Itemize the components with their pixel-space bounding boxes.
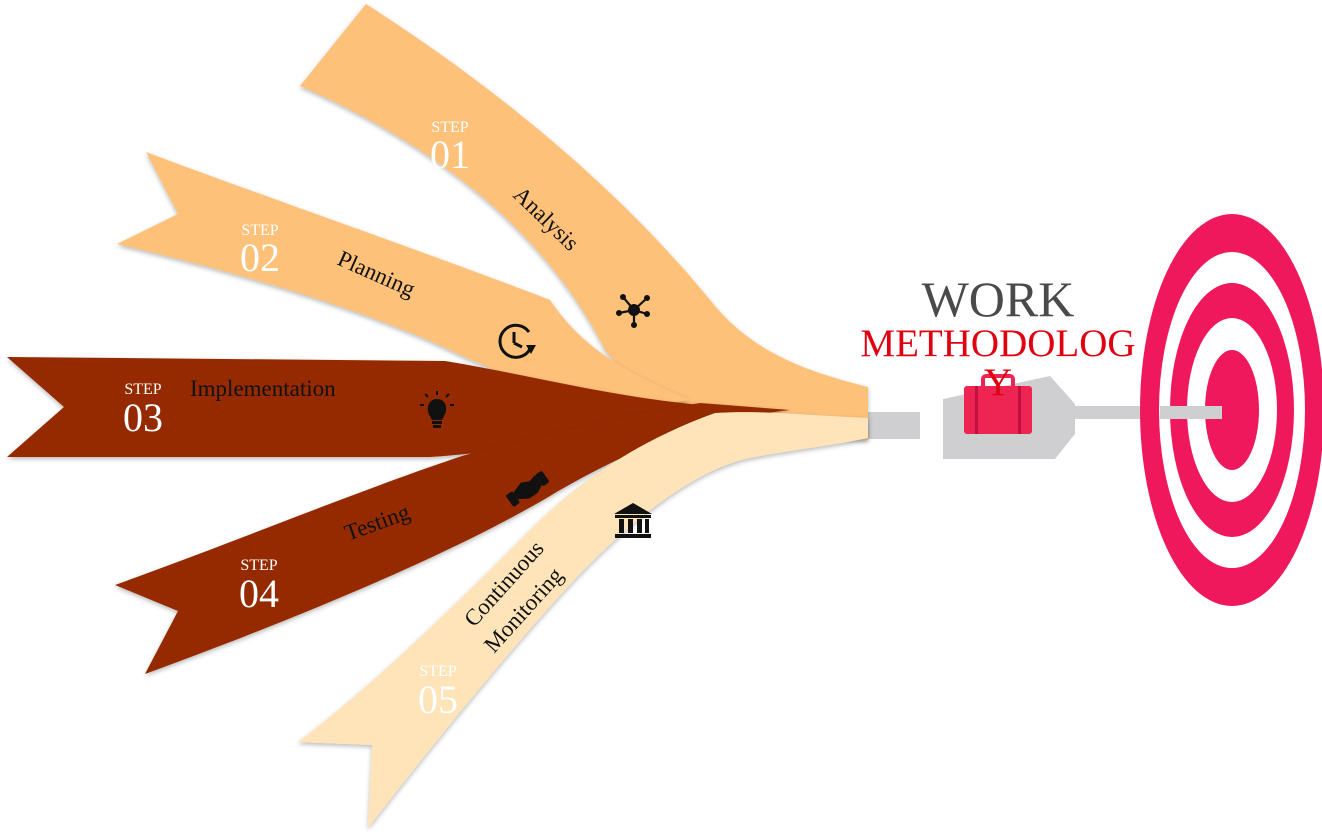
bank-icon xyxy=(614,503,652,538)
ribbon-step-03 xyxy=(7,357,700,457)
step-04-label: STEP xyxy=(240,557,277,574)
lightbulb-icon xyxy=(420,391,454,428)
title-work: WORK xyxy=(922,271,1075,327)
step-05-label: STEP xyxy=(419,663,456,680)
step-04-number: 04 xyxy=(239,571,279,616)
step-05-number: 05 xyxy=(418,677,458,722)
clock-icon xyxy=(498,323,536,359)
ribbon-step-01 xyxy=(300,4,868,440)
step-01-label: STEP xyxy=(431,119,468,136)
handshake-icon xyxy=(506,471,549,507)
step-03: STEP 03 Implementation xyxy=(123,376,336,440)
title-methodology: METHODOLOG xyxy=(860,322,1135,365)
target-bullseye xyxy=(1205,350,1259,470)
briefcase-icon xyxy=(964,374,1032,434)
network-icon xyxy=(616,294,650,328)
title-methodology-wrap: Y xyxy=(984,361,1012,404)
step-02-label: STEP xyxy=(241,222,278,239)
step-03-number: 03 xyxy=(123,395,163,440)
step-02-number: 02 xyxy=(240,235,280,280)
step-03-label: STEP xyxy=(124,381,161,398)
target xyxy=(1140,214,1322,606)
ribbon-step-02 xyxy=(117,152,690,412)
step-01-number: 01 xyxy=(430,132,470,177)
ribbon-step-05 xyxy=(298,412,868,828)
arrow-tip xyxy=(1160,406,1222,419)
arrow-shaft-left xyxy=(860,412,920,439)
step-03-name: Implementation xyxy=(190,376,336,401)
ribbon-step-04 xyxy=(115,403,790,674)
